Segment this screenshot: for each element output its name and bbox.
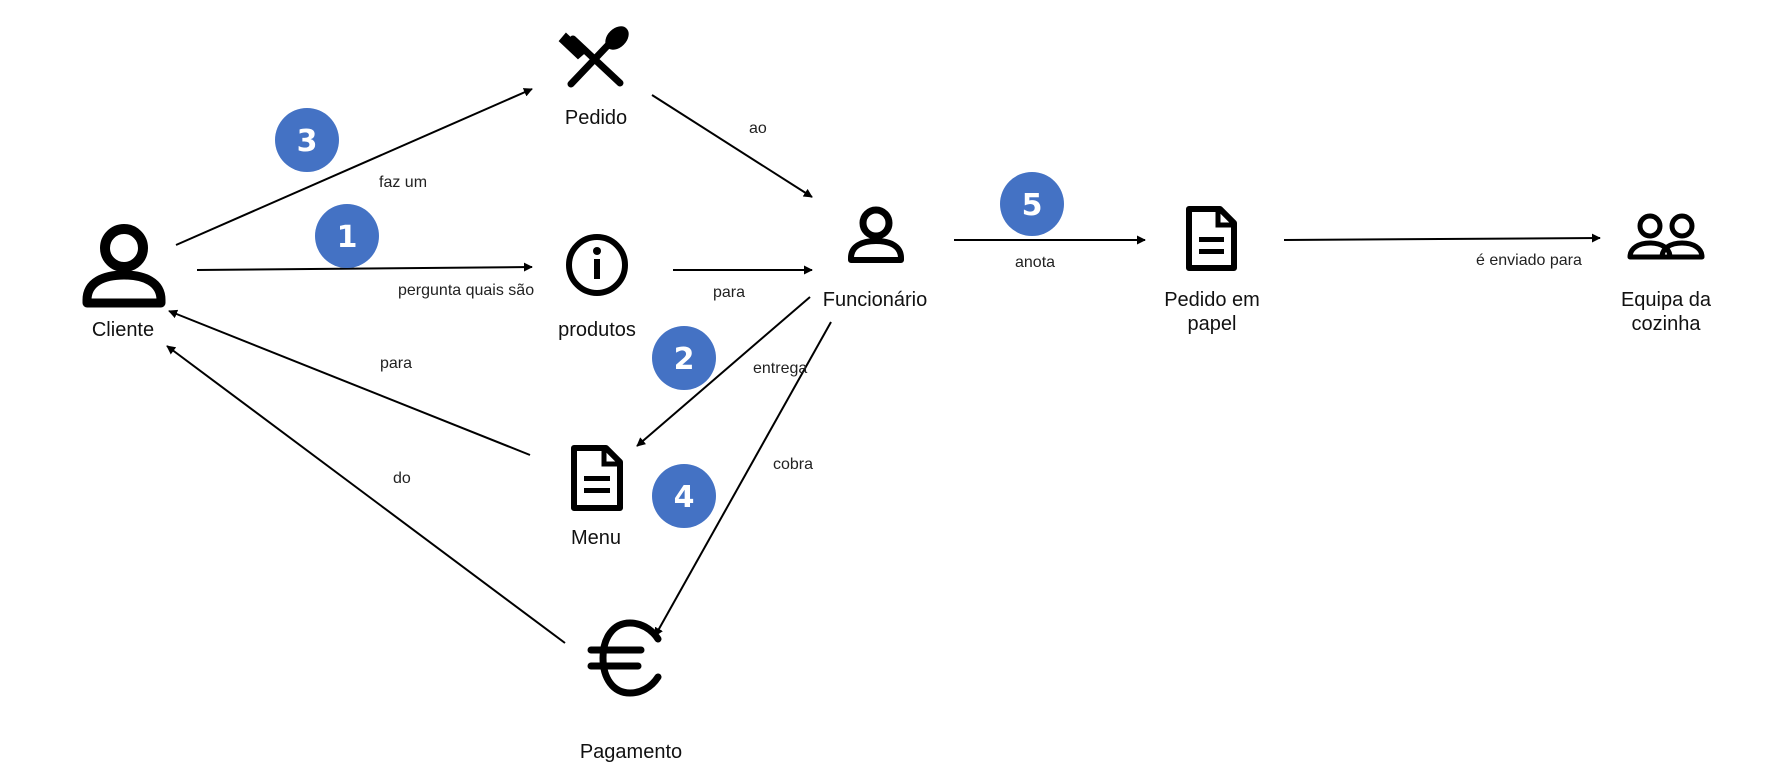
edge-label-ao: ao [749,120,767,137]
edge-cliente-pedido [175,88,533,246]
euro-icon [587,619,662,697]
node-label-pagamento: Pagamento [580,741,682,763]
edge-label-faz-um: faz um [379,174,427,191]
edge-funcionario-pagamento [654,321,832,637]
node-label-pedido-papel-1: Pedido em [1164,289,1260,311]
node-label-menu: Menu [571,527,621,549]
step-badge: 3 [275,108,339,172]
edge-label-pergunta: pergunta quais são [398,282,534,299]
document-icon [1186,206,1237,271]
step-badge: 2 [652,326,716,390]
edge-funcionario-menu [636,296,811,447]
edge-label-cobra: cobra [773,456,813,473]
step-badge-number: 3 [297,124,318,159]
node-label-pedido-papel-2: papel [1188,313,1237,335]
node-label-funcionario: Funcionário [823,289,928,311]
edge-label-para-cliente: para [380,355,412,372]
people-icon [1627,213,1705,260]
step-badge: 4 [652,464,716,528]
person-icon [82,224,166,308]
step-badge-number: 1 [337,220,358,255]
node-label-equipa-1: Equipa da [1621,289,1712,311]
node-label-pedido: Pedido [565,107,627,129]
step-badge-number: 5 [1022,188,1043,223]
node-label-produtos: produtos [558,319,636,341]
document-icon [571,445,623,511]
edge-cliente-produtos [196,262,533,272]
node-label-equipa-2: cozinha [1632,313,1702,335]
person-icon [848,206,904,263]
edge-pagamento-cliente [166,345,566,644]
step-badge-number: 2 [674,342,695,377]
info-icon [566,234,628,296]
step-badge-number: 4 [674,480,695,515]
edge-label-para-funcionario: para [713,284,745,301]
fork-spoon-icon [558,26,629,88]
edge-pedido-papel-equipa [1283,233,1601,243]
edge-label-entrega: entrega [753,360,807,377]
edge-label-do: do [393,470,411,487]
step-badge: 1 [315,204,379,268]
edge-label-enviado: é enviado para [1476,252,1582,269]
edge-pedido-funcionario [651,94,813,198]
edge-menu-cliente [168,309,531,456]
edge-label-anota: anota [1015,254,1055,271]
node-label-cliente: Cliente [92,319,154,341]
step-badge: 5 [1000,172,1064,236]
